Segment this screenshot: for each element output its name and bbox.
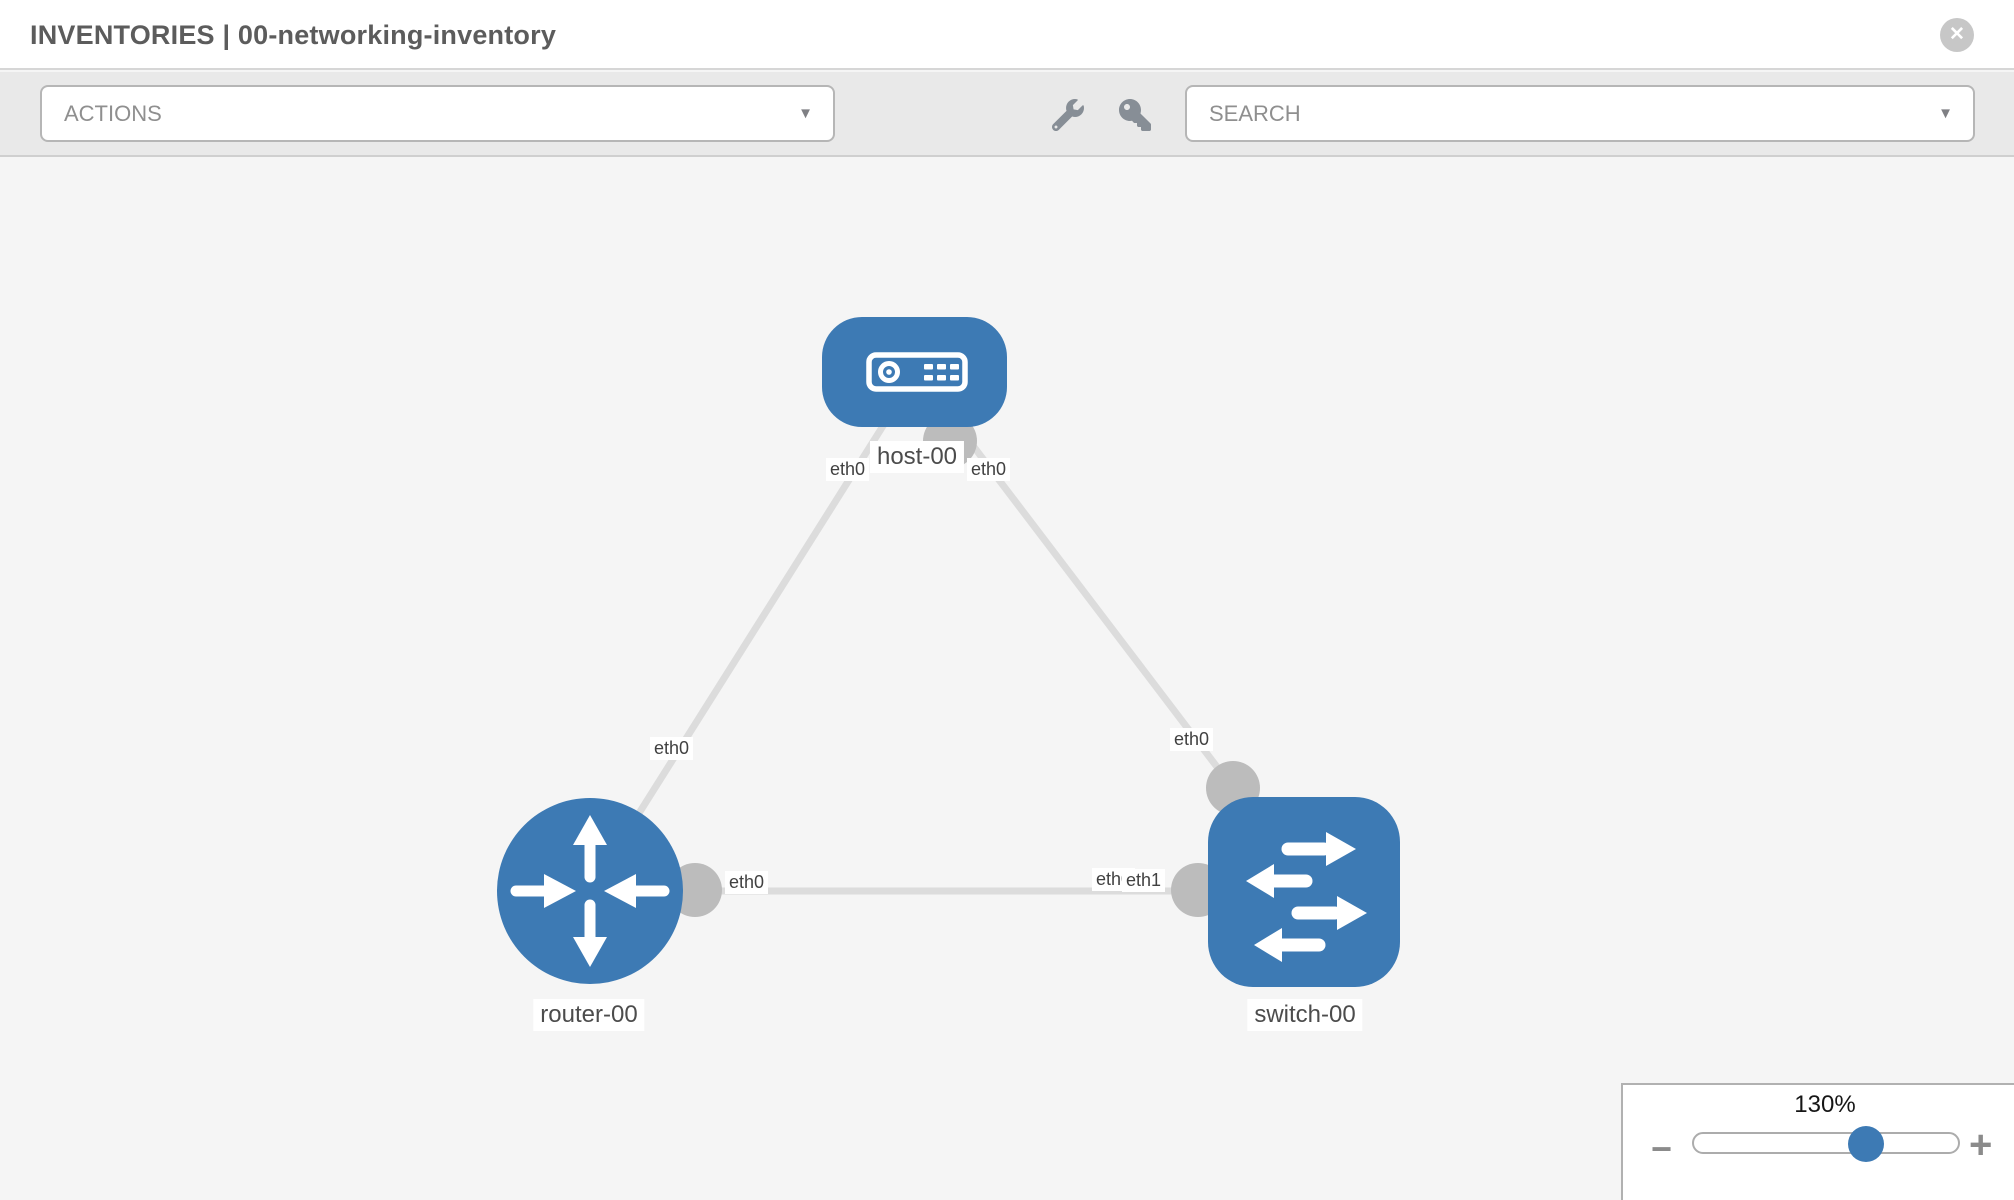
iface-label-router-eth0-top: eth0 [650, 737, 694, 760]
wrench-icon[interactable] [1051, 99, 1084, 132]
panel-header: INVENTORIES | 00-networking-inventory ✕ [0, 0, 2014, 70]
close-icon[interactable]: ✕ [1940, 18, 1974, 52]
chevron-down-icon: ▼ [1938, 105, 1953, 122]
iface-label-switch-eth0-top: eth0 [1170, 728, 1214, 751]
zoom-out-button[interactable]: − [1651, 1128, 1673, 1169]
topology-canvas[interactable]: host-00 router-00 switch-00 eth0 eth0 et… [0, 157, 2014, 1200]
host-icon [866, 352, 968, 392]
key-icon[interactable] [1119, 99, 1151, 131]
node-label-router: router-00 [533, 999, 645, 1031]
actions-dropdown[interactable]: ACTIONS ▼ [40, 85, 835, 142]
zoom-control-panel: 130% − + [1621, 1083, 2014, 1200]
chevron-down-icon: ▼ [798, 105, 813, 122]
iface-label-host-eth0-right: eth0 [967, 458, 1011, 481]
page-title: INVENTORIES | 00-networking-inventory [30, 20, 557, 50]
zoom-slider-handle[interactable] [1848, 1126, 1884, 1162]
node-host-00[interactable] [822, 317, 1007, 427]
iface-label-router-eth0-right: eth0 [725, 871, 769, 894]
node-label-host: host-00 [869, 441, 965, 473]
iface-label-host-eth0-left: eth0 [826, 458, 870, 481]
node-label-switch: switch-00 [1247, 999, 1363, 1031]
iface-label-switch-eth1-front: eth1 [1122, 869, 1166, 892]
zoom-slider-track[interactable] [1692, 1132, 1960, 1154]
zoom-in-button[interactable]: + [1969, 1123, 1993, 1167]
actions-dropdown-label: ACTIONS [64, 101, 162, 126]
node-router-00[interactable] [497, 798, 683, 984]
node-switch-00[interactable] [1208, 797, 1400, 987]
router-icon [510, 815, 670, 967]
switch-icon [1246, 832, 1367, 962]
toolbar: ACTIONS ▼ SEARCH ▼ [0, 72, 2014, 157]
search-dropdown[interactable]: SEARCH ▼ [1185, 85, 1975, 142]
zoom-level-value: 130% [1794, 1091, 1856, 1118]
search-dropdown-label: SEARCH [1209, 101, 1301, 126]
